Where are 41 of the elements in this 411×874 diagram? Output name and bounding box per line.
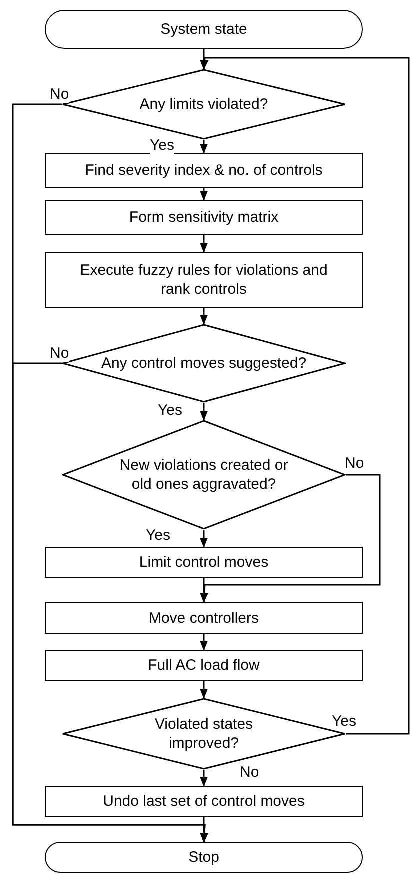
arrow — [200, 49, 208, 70]
arrow — [12, 362, 209, 843]
decision-diamond — [62, 420, 346, 530]
arrow — [200, 403, 208, 421]
process-box — [45, 650, 363, 681]
arrow — [200, 140, 208, 154]
node-text: Limit control moves — [138, 553, 270, 572]
arrow — [200, 817, 208, 843]
node-text: Full AC load flow — [147, 656, 261, 675]
process-box — [45, 200, 363, 235]
node-text: Form sensitivity matrix — [128, 208, 280, 227]
process-box — [45, 153, 363, 188]
edge-label: No — [50, 345, 70, 362]
process-box — [45, 602, 363, 634]
node-text: Violated states improved? — [154, 715, 254, 753]
arrow — [200, 308, 208, 325]
arrow — [200, 235, 208, 253]
node-text: Any limits violated? — [138, 95, 270, 114]
arrow — [200, 57, 410, 735]
terminal-box — [45, 10, 363, 49]
node-text: New violations created or old ones aggravated? — [118, 456, 290, 494]
node-text: Move controllers — [148, 608, 260, 628]
arrow — [200, 681, 208, 699]
process-box — [45, 547, 363, 578]
edge-label: Yes — [150, 137, 174, 154]
arrow — [200, 530, 208, 548]
arrow — [200, 188, 208, 201]
edge-label: No — [50, 86, 70, 103]
arrow — [200, 474, 381, 603]
node-text: Undo last set of control moves — [102, 792, 306, 811]
process-box — [45, 252, 363, 308]
arrow — [200, 634, 208, 651]
terminal-box — [45, 842, 363, 873]
node-text: Execute fuzzy rules for violations and rank controls — [79, 261, 329, 299]
arrow — [200, 578, 208, 603]
node-text: System state — [160, 20, 248, 39]
node-text: Stop — [188, 848, 220, 867]
arrow — [200, 770, 208, 787]
process-box — [45, 786, 363, 817]
node-text: Find severity index & no. of controls — [84, 161, 324, 180]
node-text: Any control moves suggested? — [100, 354, 308, 373]
